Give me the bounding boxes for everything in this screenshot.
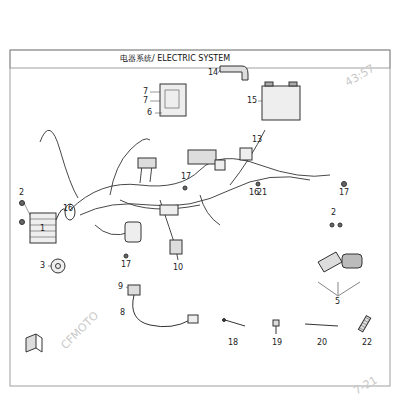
callout-number: 2 [331, 209, 336, 217]
callout-number: 8 [120, 309, 125, 317]
callout-number: 18 [228, 339, 238, 347]
callout-number: 5 [335, 298, 340, 306]
callout-number: 14 [208, 69, 218, 77]
callout-number: 17 [181, 173, 191, 181]
callout-number: 19 [272, 339, 282, 347]
callout-number: 22 [362, 339, 372, 347]
callout-number: 21 [257, 189, 267, 197]
callout-number: 20 [317, 339, 327, 347]
title-text: 电器系统/ ELECTRIC SYSTEM [120, 55, 230, 63]
callout-number: 6 [147, 109, 152, 117]
callout-number: 13 [252, 136, 262, 144]
watermark: 7-21 [352, 374, 379, 396]
watermark: 43:57 [343, 63, 376, 88]
callout-number: 16 [63, 205, 73, 213]
callout-number: 17 [121, 261, 131, 269]
watermark: CFMOTO [59, 310, 100, 351]
callout-number: 10 [173, 264, 183, 272]
callout-number: 2 [19, 189, 24, 197]
callout-number: 15 [247, 97, 257, 105]
callout-number: 17 [339, 189, 349, 197]
callout-number: 3 [40, 262, 45, 270]
callout-number: 7 [143, 97, 148, 105]
callout-number: 9 [118, 283, 123, 291]
callout-number: 1 [40, 225, 45, 233]
callout-number: 7 [143, 88, 148, 96]
